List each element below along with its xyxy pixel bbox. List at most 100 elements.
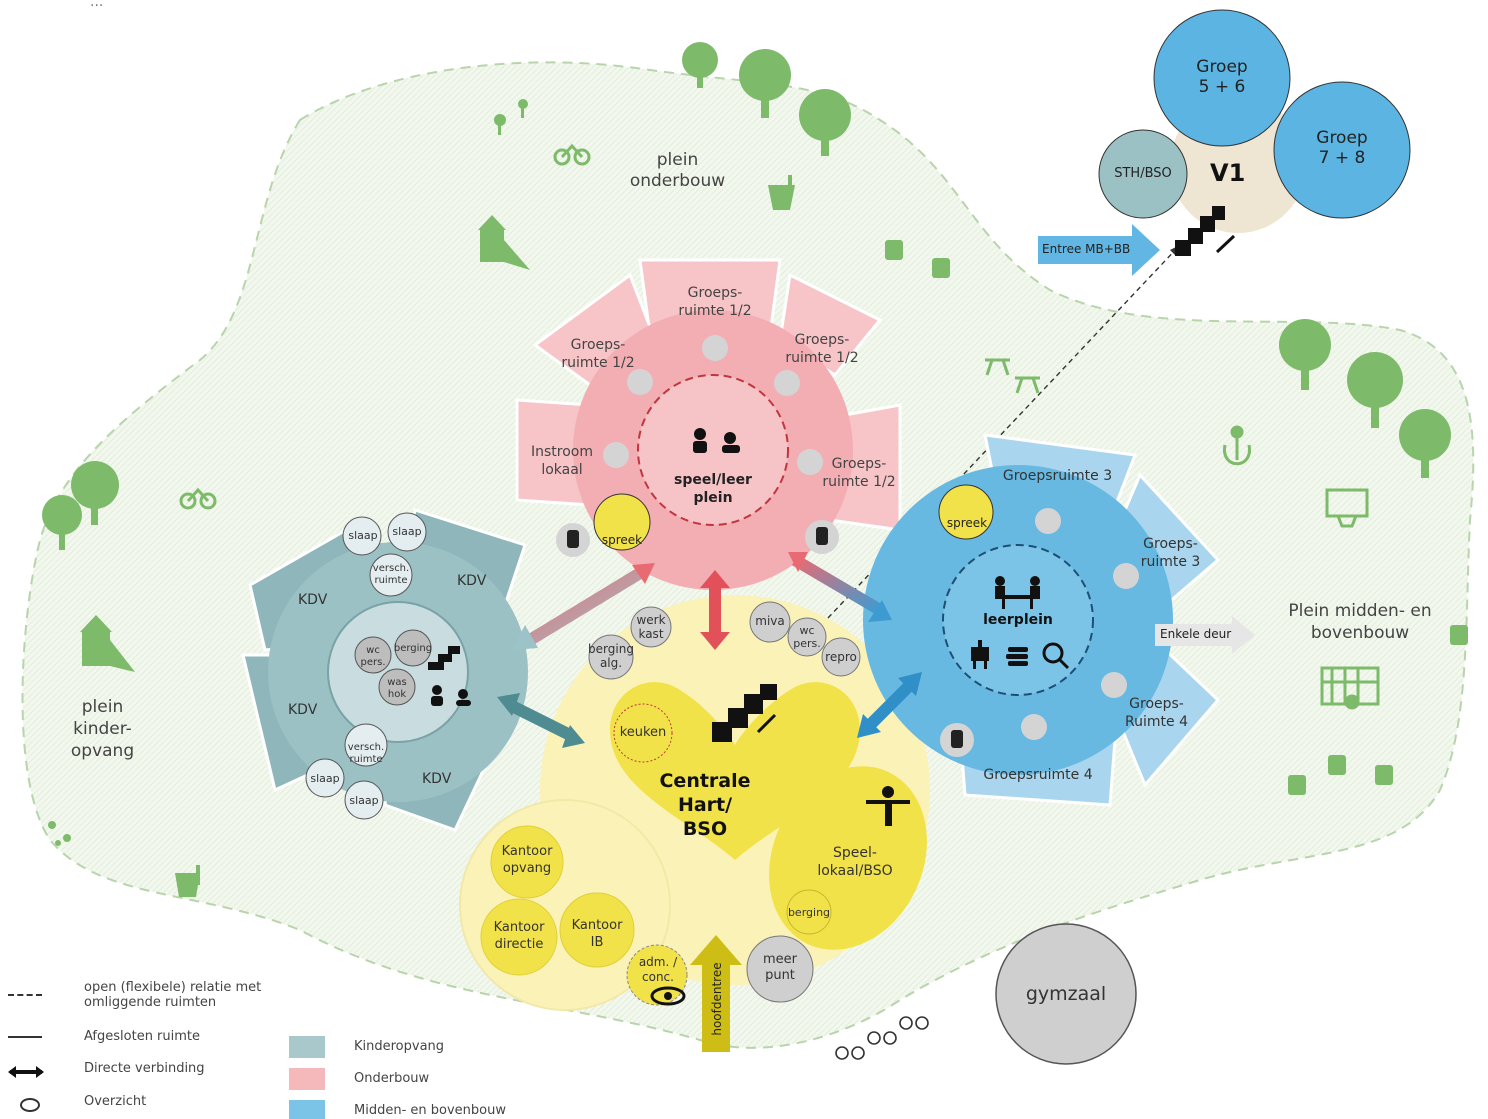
instroom-label: Instroom lokaal bbox=[522, 443, 602, 479]
tree-icon bbox=[1279, 319, 1451, 478]
repro-label: repro bbox=[825, 650, 857, 664]
header-text: ... bbox=[90, 0, 104, 10]
plein-kinderopvang-label: plein kinder- opvang bbox=[55, 696, 150, 762]
speel-1: Speel- bbox=[833, 845, 877, 861]
tree-icon bbox=[682, 42, 851, 156]
stump-icon bbox=[885, 240, 1468, 795]
bucket-icon bbox=[175, 865, 200, 897]
legend-dashed-line bbox=[8, 994, 42, 996]
hart-title-2: Hart/ bbox=[677, 794, 733, 816]
kib-1: Kantoor bbox=[571, 918, 623, 933]
jump-rope-icon bbox=[1223, 425, 1251, 466]
berging-small bbox=[786, 889, 832, 935]
pink-room-right-1: Groeps- bbox=[794, 332, 850, 348]
plein-onderbouw-label: plein onderbouw bbox=[629, 150, 726, 191]
direct-connection-arrow bbox=[497, 693, 585, 748]
keuken-circle bbox=[613, 703, 673, 763]
kantoor-opvang-label: Kantoor opvang bbox=[491, 843, 563, 877]
office-circles bbox=[480, 825, 688, 1006]
groep78-circle bbox=[1273, 81, 1411, 219]
versch-1-b: ruimte bbox=[374, 575, 408, 586]
gymzaal-circle bbox=[995, 923, 1137, 1065]
speel-2: lokaal/BSO bbox=[817, 863, 893, 879]
legend-closed: Afgesloten ruimte bbox=[84, 1029, 201, 1044]
study-table-icon bbox=[995, 576, 1040, 609]
was-a: was bbox=[387, 677, 407, 688]
relation-line-v1 bbox=[759, 244, 1181, 691]
coat-hook-icon bbox=[603, 335, 1139, 740]
adm-label: adm. / conc. bbox=[630, 955, 686, 985]
groep56-circle bbox=[1153, 9, 1291, 147]
kinderopvang-line-3: opvang bbox=[70, 741, 135, 761]
bike-icon bbox=[553, 143, 591, 166]
pink-room-top: Groeps- ruimte 1/2 bbox=[660, 284, 770, 320]
blue-room-3-top: Groepsruimte 3 bbox=[1002, 468, 1113, 484]
entree-label: Entree MB+BB bbox=[1042, 242, 1131, 256]
kantoor-directie-label: Kantoor directie bbox=[483, 919, 555, 953]
entree-arrow bbox=[1038, 224, 1160, 276]
kantoor-ib-label: Kantoor IB bbox=[561, 917, 633, 951]
toilet-icon bbox=[556, 520, 974, 757]
berging-speellokaal: berging bbox=[787, 906, 831, 919]
play-children-icon bbox=[431, 685, 471, 706]
pink-room-right-lower: Groeps- ruimte 1/2 bbox=[813, 455, 905, 491]
legend-solid-line bbox=[8, 1036, 42, 1038]
pink-room-top-1: Groeps- bbox=[687, 285, 743, 301]
berging-alg-label: berging alg. bbox=[584, 642, 638, 670]
kinderopvang-line-1: plein bbox=[81, 697, 124, 717]
spreek-blue bbox=[938, 484, 994, 540]
pink-room-left-2: ruimte 1/2 bbox=[561, 355, 635, 371]
groep56-label: Groep 5 + 6 bbox=[1175, 57, 1269, 97]
groep56-line-1: Groep bbox=[1196, 57, 1248, 77]
versch-2: versch. ruimte bbox=[343, 742, 389, 766]
playground-icon bbox=[478, 215, 530, 270]
was-b: hok bbox=[387, 689, 407, 700]
blue-r3-2: ruimte 3 bbox=[1140, 554, 1201, 570]
pink-center-2: plein bbox=[693, 490, 733, 506]
easel-icon bbox=[971, 640, 989, 669]
door-label: Enkele deur bbox=[1160, 627, 1232, 641]
legend-open-2: omliggende ruimten bbox=[84, 995, 217, 1010]
kdv-bottom-left: KDV bbox=[288, 702, 318, 718]
pink-room-rl-2: ruimte 1/2 bbox=[822, 474, 896, 490]
hart-title: Centrale Hart/ BSO bbox=[655, 769, 755, 841]
basketball-hoop-icon bbox=[1325, 488, 1369, 528]
was-hok: was hok bbox=[379, 677, 415, 701]
versch-1-a: versch. bbox=[372, 563, 410, 574]
legend-midden: Midden- en bovenbouw bbox=[354, 1103, 506, 1118]
instroom-line-1: Instroom bbox=[530, 444, 593, 460]
groep78-line-1: Groep bbox=[1316, 128, 1368, 148]
legend-open-1: open (flexibele) relatie met bbox=[84, 980, 262, 995]
hoofdentree-label: hoofdentree bbox=[710, 962, 724, 1036]
playground-icon bbox=[80, 615, 135, 672]
berging-teal: berging bbox=[393, 643, 433, 654]
pink-center-label: speel/leer plein bbox=[663, 471, 763, 507]
miva-label: miva bbox=[755, 614, 785, 628]
legend-overzicht: Overzicht bbox=[84, 1094, 147, 1109]
hart-title-3: BSO bbox=[682, 818, 728, 840]
wc-teal-a: wc bbox=[366, 645, 380, 656]
kd-2: directie bbox=[494, 937, 544, 952]
teal-inner-rooms bbox=[354, 629, 432, 706]
kdv-top-right: KDV bbox=[457, 573, 487, 589]
magnifier-icon bbox=[1042, 642, 1070, 670]
werkkast-2: kast bbox=[638, 627, 664, 641]
hart-title-1: Centrale bbox=[659, 770, 751, 792]
legend-direct: Directe verbinding bbox=[84, 1061, 205, 1076]
wc-teal-b: pers. bbox=[360, 657, 386, 668]
meer-2: punt bbox=[765, 968, 795, 983]
blue-r4-1: Groeps- bbox=[1129, 696, 1184, 712]
versch-2-b: ruimte bbox=[349, 754, 383, 765]
sprout-icon bbox=[494, 99, 528, 135]
gym-figure-icon bbox=[866, 786, 910, 826]
soccer-goal-icon bbox=[1320, 666, 1380, 710]
pink-room-top-2: ruimte 1/2 bbox=[678, 303, 752, 319]
direct-connection-arrow bbox=[700, 570, 730, 650]
wc-pers-hart: wc pers. bbox=[789, 624, 825, 650]
meerpunt-label: meer punt bbox=[752, 952, 808, 984]
berging-alg-1: berging bbox=[588, 642, 634, 656]
ko-1: Kantoor bbox=[501, 844, 553, 859]
play-children-icon bbox=[693, 428, 740, 453]
groep78-line-2: 7 + 8 bbox=[1318, 148, 1366, 168]
groep78-label: Groep 7 + 8 bbox=[1295, 128, 1389, 168]
